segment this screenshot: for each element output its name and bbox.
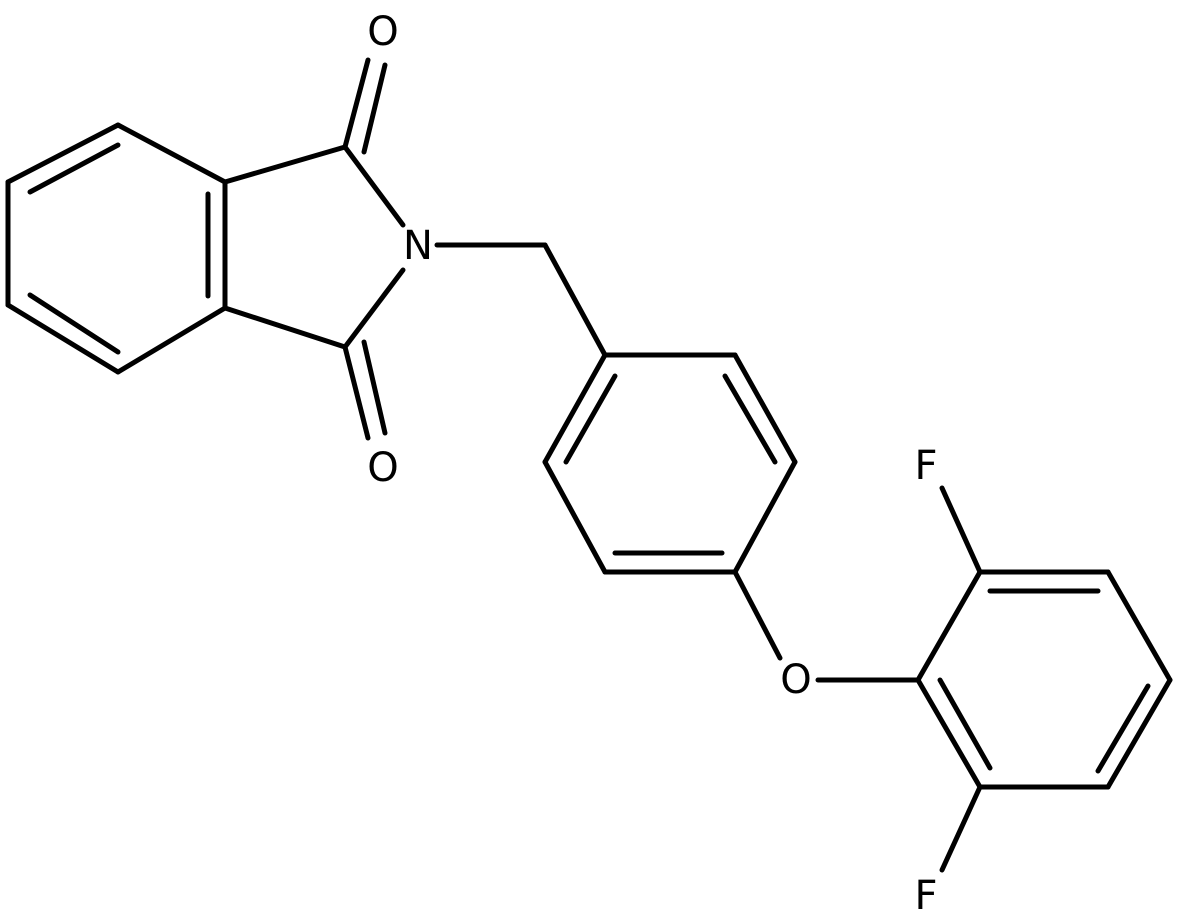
bond bbox=[5, 302, 121, 375]
atom-label-n: N bbox=[403, 223, 433, 269]
bond bbox=[342, 144, 406, 228]
bond bbox=[361, 62, 388, 155]
bond bbox=[342, 267, 406, 350]
bond bbox=[915, 569, 983, 683]
bond bbox=[1095, 683, 1151, 774]
fluorine-bonds bbox=[939, 485, 983, 873]
bond bbox=[115, 305, 228, 375]
middle-benzene-ring bbox=[542, 352, 798, 575]
bond bbox=[27, 142, 121, 195]
bond bbox=[937, 677, 993, 771]
bond bbox=[732, 352, 798, 465]
ether-linkage bbox=[732, 569, 921, 683]
difluorophenyl-ring bbox=[915, 569, 1173, 790]
bond bbox=[222, 305, 348, 350]
bond bbox=[939, 784, 983, 873]
methylene-linker bbox=[434, 242, 608, 358]
bond bbox=[732, 569, 783, 661]
bond bbox=[542, 459, 608, 575]
atom-labels: O O N O F F bbox=[367, 9, 937, 919]
bond bbox=[5, 122, 121, 185]
bond bbox=[1105, 677, 1173, 790]
bond bbox=[1105, 569, 1173, 683]
bond bbox=[342, 344, 371, 441]
bond bbox=[222, 144, 348, 185]
bond bbox=[361, 339, 388, 436]
bond bbox=[915, 677, 983, 790]
atom-label-o-ether: O bbox=[780, 657, 811, 703]
imide-ring bbox=[222, 144, 406, 350]
bond bbox=[115, 122, 228, 185]
bond bbox=[542, 242, 608, 358]
atom-label-o-top: O bbox=[367, 9, 398, 55]
bond bbox=[939, 485, 983, 575]
bond bbox=[563, 373, 618, 465]
bond bbox=[542, 352, 608, 465]
atom-label-o-bottom: O bbox=[367, 445, 398, 491]
bond bbox=[342, 57, 371, 150]
bond bbox=[27, 292, 121, 355]
phthalimide-benzene-ring bbox=[5, 122, 228, 375]
bond bbox=[722, 373, 778, 465]
atom-label-f-bottom: F bbox=[914, 873, 937, 919]
atom-label-f-top: F bbox=[914, 443, 937, 489]
bond bbox=[732, 459, 798, 575]
carbonyl-bonds bbox=[342, 57, 388, 441]
